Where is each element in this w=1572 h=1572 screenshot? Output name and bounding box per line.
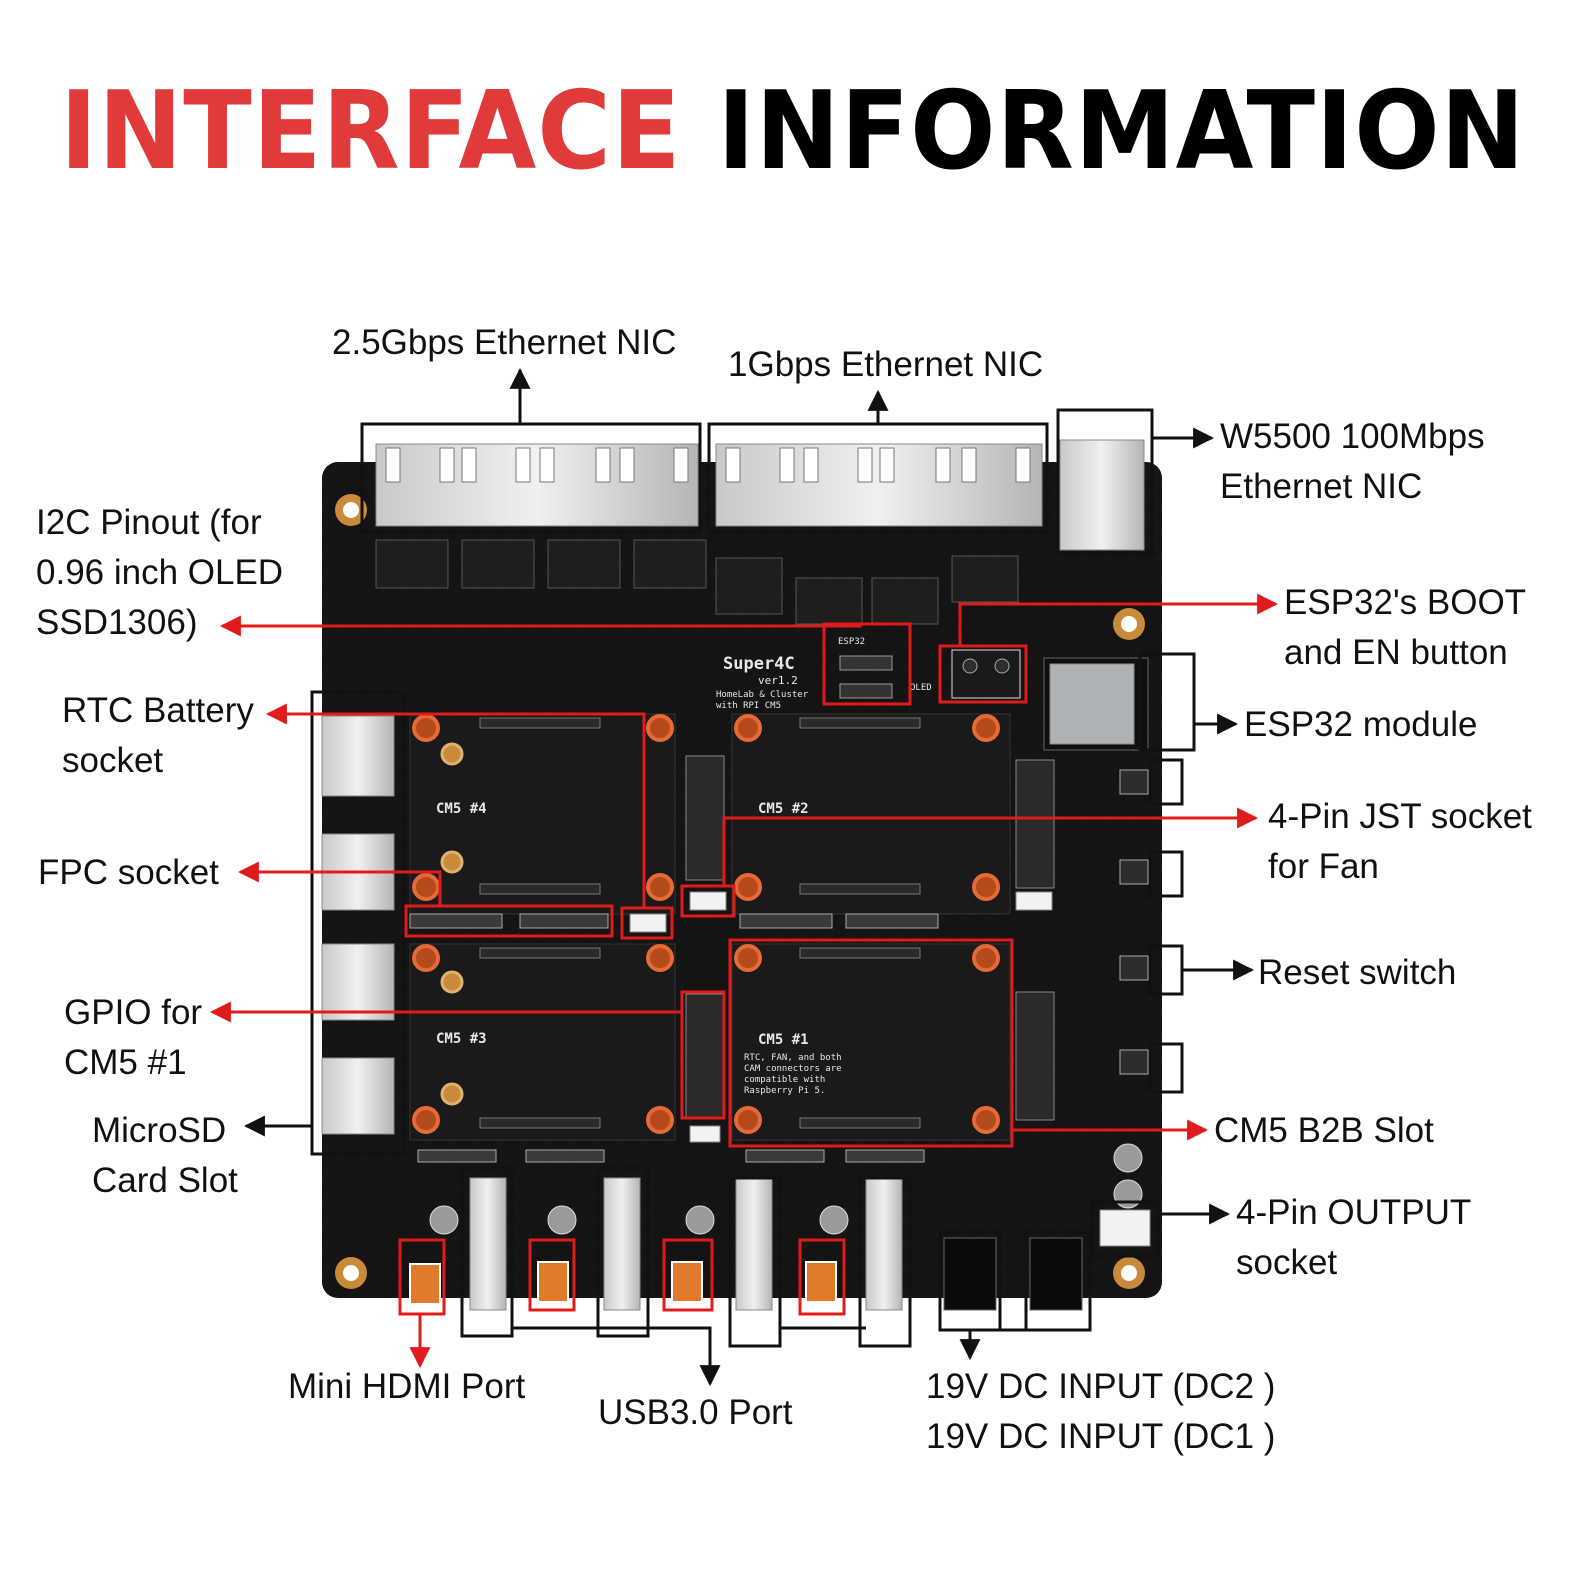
esp32-header-silk: ESP32 (838, 637, 865, 647)
side-buttons (1119, 769, 1149, 1075)
label-w5500-line1: W5500 100Mbps (1220, 417, 1485, 456)
cm5-3-label: CM5 #3 (436, 1031, 487, 1047)
label-25g-ethernet: 2.5Gbps Ethernet NIC (332, 323, 677, 362)
fpc-sockets (409, 913, 939, 1163)
cm5-1-note-3: compatible with (744, 1075, 825, 1085)
title-part-information: INFORMATION (717, 69, 1526, 194)
rj45-25g-ports (375, 443, 699, 527)
label-output-line1: 4-Pin OUTPUT (1236, 1193, 1472, 1232)
label-cm5-b2b-slot: CM5 B2B Slot (1214, 1111, 1434, 1150)
red-callouts (398, 622, 1028, 1316)
magnetics-chips (375, 539, 1019, 625)
board-subtitle-1: HomeLab & Cluster (716, 690, 809, 700)
label-i2c-line2: 0.96 inch OLED (36, 553, 284, 592)
cm5-4-label: CM5 #4 (436, 801, 487, 817)
label-dc1: 19V DC INPUT (DC1 ) (926, 1417, 1276, 1456)
w5500-port (1059, 439, 1145, 551)
board-silkscreen: Super4C ver1.2 HomeLab & Cluster with RP… (716, 637, 932, 711)
label-jst-fan-line1: 4-Pin JST socket (1268, 797, 1532, 836)
label-esp32-boot-line2: and EN button (1284, 633, 1508, 672)
label-1g-ethernet: 1Gbps Ethernet NIC (728, 345, 1044, 384)
label-esp32-module: ESP32 module (1244, 705, 1478, 744)
rj45-1g-ports (715, 443, 1043, 527)
cm5-slots: CM5 #4 CM5 #2 CM5 #3 CM5 #1 RTC, FAN, an… (409, 713, 1011, 1141)
black-arrows (243, 367, 1255, 1387)
label-dc2: 19V DC INPUT (DC2 ) (926, 1367, 1276, 1406)
esp32-buttons (951, 649, 1021, 699)
jst-sockets (629, 891, 1151, 1247)
label-fpc-socket: FPC socket (38, 853, 219, 892)
cm5-1-note-4: Raspberry Pi 5. (744, 1086, 825, 1096)
cm5-1-note-1: RTC, FAN, and both (744, 1053, 842, 1063)
i2c-header (839, 655, 893, 699)
label-reset-switch: Reset switch (1258, 953, 1457, 992)
board-subtitle-2: with RPI CM5 (716, 701, 781, 711)
label-microsd-line1: MicroSD (92, 1111, 227, 1150)
usb3-ports (469, 1177, 903, 1311)
label-i2c-line1: I2C Pinout (for (36, 503, 262, 542)
microsd-slots (321, 715, 395, 1135)
label-i2c-line3: SSD1306) (36, 603, 198, 642)
label-microsd-line2: Card Slot (92, 1161, 238, 1200)
mini-hdmi-ports (409, 1261, 837, 1305)
label-rtc-line1: RTC Battery (62, 691, 254, 730)
red-arrows (209, 593, 1279, 1369)
gpio-headers (685, 755, 1055, 1121)
label-rtc-line2: socket (62, 741, 164, 780)
oled-silk: OLED (910, 683, 932, 693)
title-part-interface: INTERFACE (60, 69, 682, 194)
label-gpio-line1: GPIO for (64, 993, 203, 1032)
label-output-line2: socket (1236, 1243, 1338, 1282)
cm5-2-label: CM5 #2 (758, 801, 809, 817)
label-esp32-boot-line1: ESP32's BOOT (1284, 583, 1527, 622)
label-gpio-line2: CM5 #1 (64, 1043, 187, 1082)
board-name: Super4C (723, 654, 795, 674)
page-title: INTERFACE INFORMATION (60, 78, 1526, 186)
capacitors (429, 1143, 1143, 1235)
label-jst-fan-line2: for Fan (1268, 847, 1379, 886)
dc-jacks (943, 1237, 1083, 1311)
board-version: ver1.2 (758, 674, 798, 687)
mounting-holes (335, 494, 1145, 1289)
label-mini-hdmi: Mini HDMI Port (288, 1367, 526, 1406)
cm5-1-label: CM5 #1 (758, 1032, 809, 1048)
label-w5500-line2: Ethernet NIC (1220, 467, 1423, 506)
esp32-module (1043, 657, 1149, 751)
cm5-1-note-2: CAM connectors are (744, 1064, 842, 1074)
label-usb3: USB3.0 Port (598, 1393, 793, 1432)
